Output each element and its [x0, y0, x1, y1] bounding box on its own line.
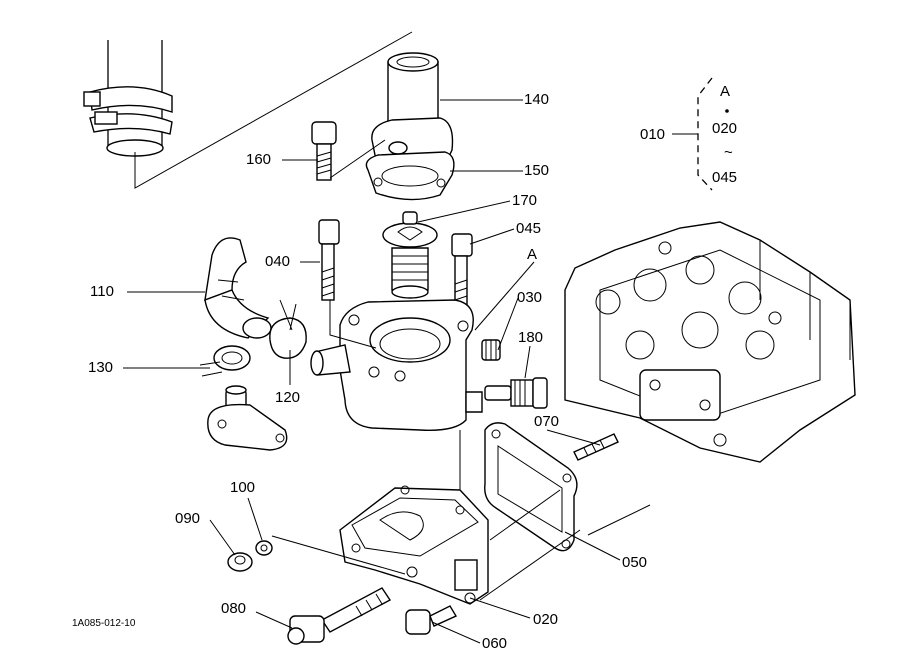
- water-flange-020: [339, 485, 489, 605]
- gasket-outlet: [365, 151, 455, 201]
- bolt-080: [287, 587, 392, 645]
- callout-050: 050: [622, 554, 648, 571]
- callout-A: A: [527, 246, 538, 263]
- group-marker-dot: [725, 109, 729, 113]
- hose-clip-120: [269, 299, 307, 359]
- set-group-last: 045: [712, 169, 738, 186]
- callout-130: 130: [88, 359, 114, 376]
- temperature-sender-180: [484, 377, 548, 409]
- set-group-first: 020: [712, 120, 738, 137]
- bolt-160-axis: [329, 139, 386, 179]
- stud-070: [573, 433, 619, 461]
- callout-170: 170: [512, 192, 538, 209]
- plug-030: [481, 339, 501, 361]
- callout-045: 045: [516, 220, 542, 237]
- set-group-range-mark: ~: [724, 144, 733, 161]
- callout-150: 150: [524, 162, 550, 179]
- hose-clip-130: [199, 345, 251, 377]
- gasket-050: [484, 422, 578, 552]
- callout-180: 180: [518, 329, 544, 346]
- bolt-060: [405, 605, 458, 635]
- callout-040: 040: [265, 253, 291, 270]
- callout-030: 030: [517, 289, 543, 306]
- callout-100: 100: [230, 479, 256, 496]
- callout-090: 090: [175, 510, 201, 527]
- callout-070: 070: [534, 413, 560, 430]
- thermostat-housing: [310, 299, 483, 431]
- washer-100: [255, 540, 273, 556]
- callout-060: 060: [482, 635, 508, 652]
- callout-110: 110: [90, 283, 114, 300]
- document-code: 1A085-012-10: [72, 618, 136, 629]
- nut-090: [227, 552, 253, 572]
- callout-140: 140: [524, 91, 550, 108]
- callout-080: 080: [221, 600, 247, 617]
- hose-connection-line: [134, 31, 413, 189]
- bypass-hose: [204, 237, 272, 339]
- set-group-bracket: [697, 77, 713, 191]
- callout-160: 160: [246, 151, 272, 168]
- leader-lines: [123, 99, 698, 644]
- set-group-ref: 010: [640, 126, 666, 143]
- water-pipe-flange: [207, 385, 288, 451]
- cylinder-head: [564, 221, 856, 463]
- hose-upper: [83, 40, 173, 157]
- set-group-top: A: [720, 83, 731, 100]
- bolt-040: [318, 219, 340, 301]
- thermostat: [382, 211, 438, 299]
- bolt-160: [311, 121, 337, 181]
- bolt-045: [451, 233, 473, 309]
- callout-120: 120: [275, 389, 301, 406]
- callout-020: 020: [533, 611, 559, 628]
